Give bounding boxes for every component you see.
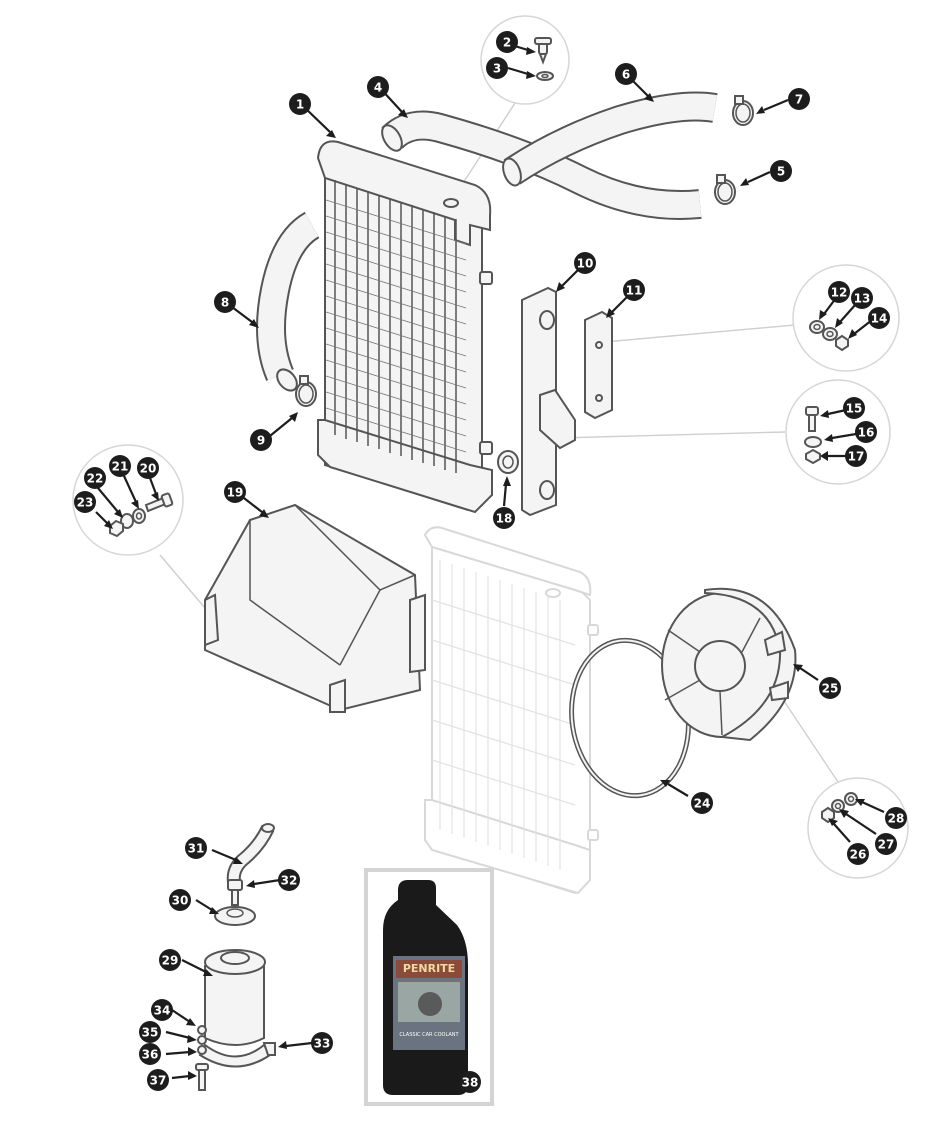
- callout-badge-15: 15: [843, 397, 865, 419]
- callout-badge-27: 27: [875, 833, 897, 855]
- callout-badge-7: 7: [788, 88, 810, 110]
- callout-badge-6: 6: [615, 63, 637, 85]
- callout-badge-23: 23: [74, 491, 96, 513]
- callout-number: 20: [140, 462, 157, 476]
- callout-badge-9: 9: [250, 429, 272, 451]
- callout-number: 3: [493, 62, 501, 76]
- callout-badge-33: 33: [311, 1032, 333, 1054]
- callout-badge-28: 28: [885, 807, 907, 829]
- callout-number: 22: [87, 472, 104, 486]
- callout-badge-1: 1: [289, 93, 311, 115]
- bottle-brand-text: PENRITE: [403, 962, 455, 975]
- callout-badge-38: 38: [459, 1071, 481, 1093]
- callout-number: 26: [850, 848, 867, 862]
- callout-badge-16: 16: [855, 421, 877, 443]
- callout-number: 12: [831, 286, 848, 300]
- callout-number: 33: [314, 1037, 331, 1051]
- callout-badge-17: 17: [845, 445, 867, 467]
- inset-fasteners-12-14: [792, 264, 900, 372]
- callout-number: 2: [503, 36, 511, 50]
- callout-badge-4: 4: [367, 76, 389, 98]
- callout-badge-35: 35: [139, 1021, 161, 1043]
- callout-number: 19: [227, 486, 244, 500]
- hose-clips: [295, 95, 754, 407]
- expansion-tank-assembly: [195, 823, 276, 1091]
- callout-badge-36: 36: [139, 1043, 161, 1065]
- callout-number: 36: [142, 1048, 159, 1062]
- callout-badge-18: 18: [493, 507, 515, 529]
- callout-number: 17: [848, 450, 865, 464]
- callout-badge-19: 19: [224, 481, 246, 503]
- callout-badge-10: 10: [574, 252, 596, 274]
- callout-badge-11: 11: [623, 279, 645, 301]
- callout-number: 6: [622, 68, 630, 82]
- bottle-product-text: CLASSIC CAR COOLANT: [399, 1032, 459, 1038]
- callout-number: 27: [878, 838, 895, 852]
- callout-number: 8: [221, 296, 229, 310]
- ghost-radiator: [423, 526, 599, 895]
- callout-number: 37: [150, 1074, 167, 1088]
- callout-badge-32: 32: [278, 869, 300, 891]
- callout-number: 9: [257, 434, 265, 448]
- callout-badge-22: 22: [84, 467, 106, 489]
- washers-nut-26-28: [821, 792, 858, 824]
- callout-number: 32: [281, 874, 298, 888]
- fan-cowl: [204, 503, 426, 713]
- radiator-core: [316, 140, 493, 514]
- callout-number: 24: [694, 797, 711, 811]
- callout-badge-13: 13: [851, 287, 873, 309]
- callout-number: 18: [496, 512, 513, 526]
- callout-badge-12: 12: [828, 281, 850, 303]
- bracket-plate: [584, 310, 613, 420]
- fan-shroud: [661, 587, 797, 742]
- callout-number: 31: [188, 842, 205, 856]
- callout-number: 38: [462, 1076, 479, 1090]
- callout-number: 15: [846, 402, 863, 416]
- coolant-bottle-panel: PENRITE CLASSIC CAR COOLANT: [364, 868, 494, 1106]
- bolt-washers-nut-20-23: [109, 492, 174, 538]
- callout-number: 11: [626, 284, 643, 298]
- bolt-washer-nut-15-17: [804, 406, 822, 465]
- callout-badge-14: 14: [868, 307, 890, 329]
- callout-number: 30: [172, 894, 189, 908]
- callout-number: 28: [888, 812, 905, 826]
- callout-number: 5: [777, 165, 785, 179]
- callout-number: 4: [374, 81, 382, 95]
- callout-badge-20: 20: [137, 457, 159, 479]
- callout-badge-31: 31: [185, 837, 207, 859]
- callout-number: 13: [854, 292, 871, 306]
- callout-number: 7: [795, 93, 803, 107]
- mounting-bracket: [521, 286, 576, 517]
- hoses: [256, 91, 718, 392]
- callout-number: 14: [871, 312, 888, 326]
- callout-number: 35: [142, 1026, 159, 1040]
- callout-number: 10: [577, 257, 594, 271]
- callout-number: 1: [296, 98, 304, 112]
- callout-badge-26: 26: [847, 843, 869, 865]
- filler-cap-parts: [534, 37, 554, 81]
- callout-number: 34: [154, 1004, 171, 1018]
- callout-badge-8: 8: [214, 291, 236, 313]
- callout-number: 21: [112, 460, 129, 474]
- callout-badge-37: 37: [147, 1069, 169, 1091]
- callout-badge-3: 3: [486, 57, 508, 79]
- callout-badge-34: 34: [151, 999, 173, 1021]
- callout-number: 25: [822, 682, 839, 696]
- rubber-grommet: [497, 450, 519, 474]
- callout-badge-2: 2: [496, 31, 518, 53]
- callout-badge-30: 30: [169, 889, 191, 911]
- callout-badge-21: 21: [109, 455, 131, 477]
- callout-badge-5: 5: [770, 160, 792, 182]
- callout-badge-25: 25: [819, 677, 841, 699]
- callout-number: 23: [77, 496, 94, 510]
- callout-badge-24: 24: [691, 792, 713, 814]
- washers-nut-12-14: [809, 320, 849, 352]
- callout-number: 16: [858, 426, 875, 440]
- callout-badge-29: 29: [159, 949, 181, 971]
- callout-number: 29: [162, 954, 179, 968]
